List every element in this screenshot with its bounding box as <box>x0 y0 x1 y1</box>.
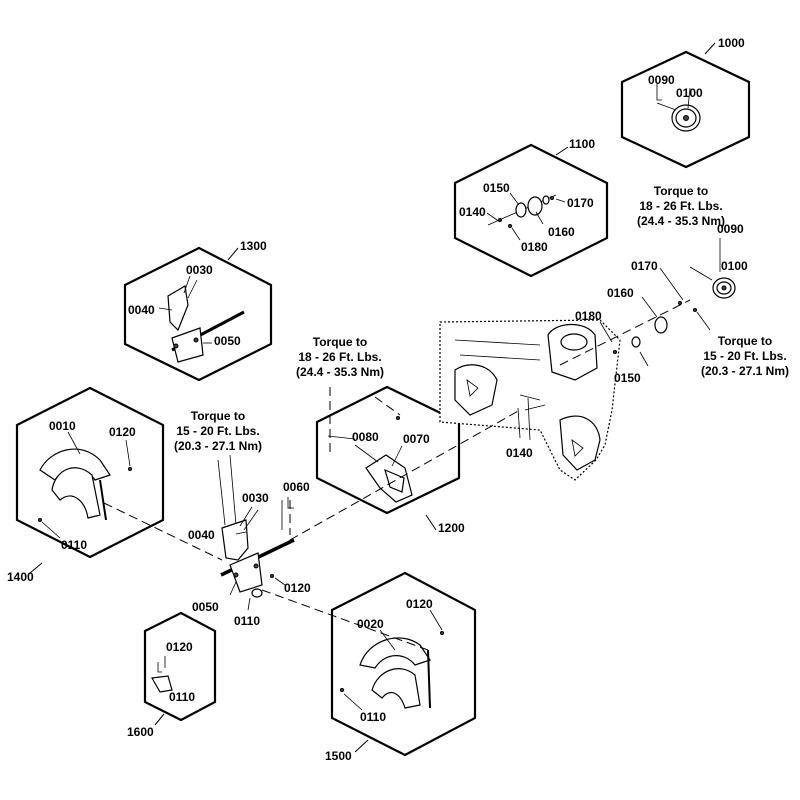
part-label: 0050 <box>192 600 219 614</box>
part-label: 0110 <box>234 614 260 628</box>
part-label: 0150 <box>483 181 510 195</box>
svg-text:Torque to: Torque to <box>313 335 367 349</box>
part-label: 0120 <box>166 640 193 654</box>
part-label: 0070 <box>403 432 430 446</box>
inset-1000: 1000 0090 0100 <box>620 36 751 169</box>
svg-text:(20.3 - 27.1 Nm): (20.3 - 27.1 Nm) <box>174 439 262 453</box>
inset-1500: 1500 0120 0020 0110 <box>325 571 477 763</box>
torque-note-left: Torque to 15 - 20 Ft. Lbs. (20.3 - 27.1 … <box>174 409 262 453</box>
drive-hardware <box>517 238 736 441</box>
part-label: 0080 <box>352 430 379 444</box>
callout-1400: 1400 <box>7 570 34 584</box>
part-label: 0060 <box>283 480 310 494</box>
part-label: 0110 <box>169 690 195 704</box>
part-label: 0090 <box>717 222 744 236</box>
torque-note-center: Torque to 18 - 26 Ft. Lbs. (24.4 - 35.3 … <box>296 335 384 379</box>
part-label: 0120 <box>406 597 433 611</box>
inset-1100: 1100 0150 0170 0140 0160 0180 <box>453 137 609 278</box>
svg-text:18 - 26 Ft. Lbs.: 18 - 26 Ft. Lbs. <box>298 350 381 364</box>
part-label: 0140 <box>506 446 533 460</box>
inset-1300: 1300 0030 0040 0050 <box>123 239 273 382</box>
svg-text:Torque to: Torque to <box>191 409 245 423</box>
part-label: 0010 <box>49 419 76 433</box>
svg-text:Torque to: Torque to <box>654 184 708 198</box>
part-label: 0090 <box>648 73 675 87</box>
part-label: 0160 <box>607 286 634 300</box>
part-label: 0180 <box>521 240 548 254</box>
torque-note-right-top: Torque to 18 - 26 Ft. Lbs. (24.4 - 35.3 … <box>637 184 725 228</box>
inset-1600: 1600 0120 0110 <box>127 611 217 739</box>
auger-housing <box>439 319 621 481</box>
part-label: 0140 <box>459 205 486 219</box>
part-label: 0150 <box>614 371 641 385</box>
part-label: 0020 <box>357 617 384 631</box>
part-label: 0110 <box>61 538 87 552</box>
part-label: 0120 <box>109 425 136 439</box>
svg-text:15 - 20 Ft. Lbs.: 15 - 20 Ft. Lbs. <box>703 349 786 363</box>
svg-text:(24.4 - 35.3 Nm): (24.4 - 35.3 Nm) <box>296 365 384 379</box>
part-label: 0110 <box>360 710 386 724</box>
part-label: 0100 <box>676 86 703 100</box>
part-label: 0050 <box>214 334 241 348</box>
part-label: 0120 <box>284 581 311 595</box>
main-labels: 0090 0100 0170 0160 0180 0150 0140 0030 … <box>188 222 748 628</box>
inset-1400: 1400 0010 0120 0110 <box>7 386 165 584</box>
callout-1500: 1500 <box>325 749 352 763</box>
part-label: 0160 <box>548 225 575 239</box>
callout-1300: 1300 <box>240 239 267 253</box>
part-label: 0040 <box>188 528 215 542</box>
part-label: 0040 <box>128 303 155 317</box>
svg-text:(24.4 - 35.3 Nm): (24.4 - 35.3 Nm) <box>637 214 725 228</box>
auger-shaft-assembly <box>217 454 295 611</box>
callout-1100: 1100 <box>569 137 595 151</box>
svg-text:(20.3 - 27.1 Nm): (20.3 - 27.1 Nm) <box>701 364 789 378</box>
part-label: 0170 <box>631 259 658 273</box>
svg-text:18 - 26 Ft. Lbs.: 18 - 26 Ft. Lbs. <box>639 199 722 213</box>
part-label: 0030 <box>242 491 269 505</box>
callout-1200: 1200 <box>438 521 465 535</box>
part-label: 0170 <box>567 196 594 210</box>
svg-text:Torque to: Torque to <box>718 334 772 348</box>
part-label: 0100 <box>721 259 748 273</box>
alignment-lines <box>103 299 691 651</box>
callout-1000: 1000 <box>718 36 745 50</box>
callout-1600: 1600 <box>127 725 154 739</box>
part-label: 0180 <box>575 309 602 323</box>
torque-note-right-bottom: Torque to 15 - 20 Ft. Lbs. (20.3 - 27.1 … <box>701 334 789 378</box>
part-label: 0030 <box>186 263 213 277</box>
svg-text:15 - 20 Ft. Lbs.: 15 - 20 Ft. Lbs. <box>176 424 259 438</box>
